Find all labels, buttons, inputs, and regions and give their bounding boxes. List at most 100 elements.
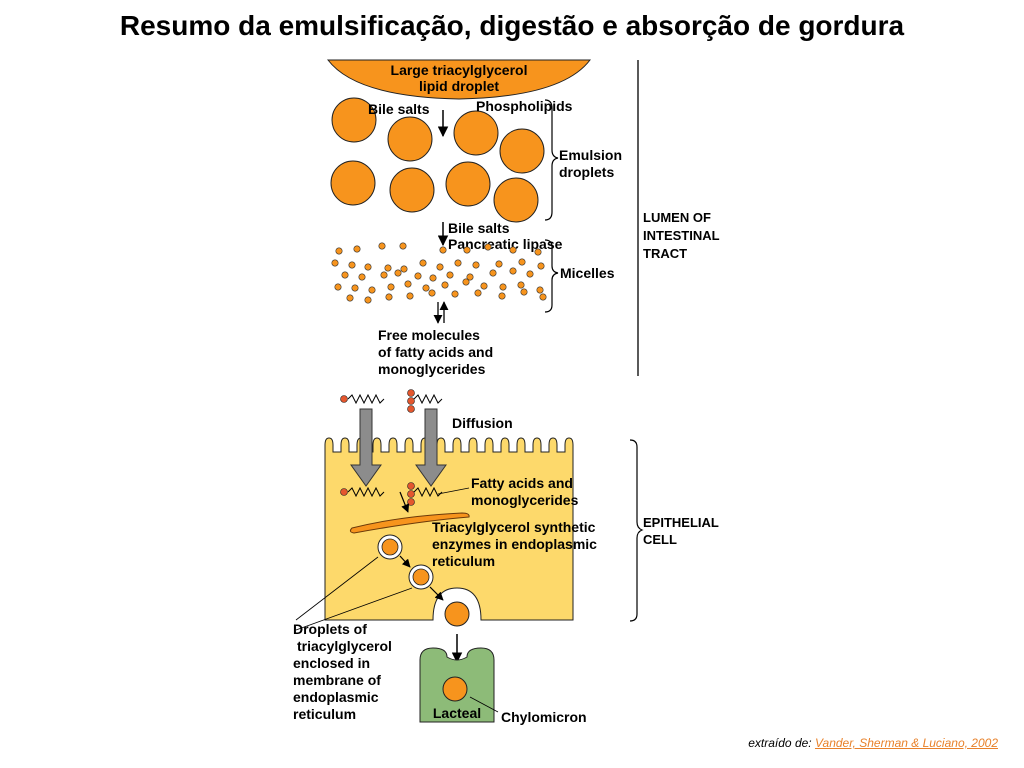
fatty-acids-leader (437, 487, 470, 495)
free-molecules-label-2: of fatty acids and (378, 344, 493, 360)
micelle (358, 273, 366, 281)
micelle (400, 265, 408, 273)
micelle (534, 248, 542, 256)
resynthesis-arrow (399, 491, 410, 513)
micelle (341, 271, 349, 279)
micelle (463, 246, 471, 254)
droplets-label-4: membrane of (293, 672, 381, 688)
page-title: Resumo da emulsificação, digestão e abso… (119, 10, 905, 41)
micelle (331, 259, 339, 267)
large-droplet-label-1: Large triacylglycerol (391, 62, 528, 78)
emulsion-droplet (389, 167, 435, 213)
micelle (526, 270, 534, 278)
micelle (406, 292, 414, 300)
emulsion-droplet (499, 128, 545, 174)
chylomicron-leader (469, 696, 499, 713)
droplets-leader-2 (295, 587, 413, 631)
micelle (348, 261, 356, 269)
micelle (451, 290, 459, 298)
emulsion-droplet (387, 116, 433, 162)
droplets-label-3: enclosed in (293, 655, 370, 671)
micelle (351, 284, 359, 292)
tg-enzymes-label-3: reticulum (432, 553, 495, 569)
tg-enzymes-label-2: enzymes in endoplasmic (432, 536, 597, 552)
credit-source-link[interactable]: Vander, Sherman & Luciano, 2002 (814, 736, 998, 750)
micelle (466, 273, 474, 281)
emulsion-label-2: droplets (559, 164, 614, 180)
emulsion-droplet (445, 161, 491, 207)
micelle (446, 271, 454, 279)
chylomicron-label: Chylomicron (501, 709, 587, 725)
micelle (394, 269, 402, 277)
micelle (384, 264, 392, 272)
micelle (364, 296, 372, 304)
emulsion-droplet (493, 177, 539, 223)
large-lipid-droplet (326, 59, 592, 100)
micelle (537, 262, 545, 270)
endoplasmic-reticulum (349, 512, 470, 534)
micelle (380, 271, 388, 279)
cell-fatty-acid-molecules (340, 482, 443, 506)
emulsion-droplets (330, 97, 545, 223)
micelle (422, 284, 430, 292)
micelle (499, 283, 507, 291)
diffusion-arrow-left (350, 408, 382, 487)
droplets-label-2: triacylglycerol (297, 638, 392, 654)
micelle (441, 281, 449, 289)
bile-salts-lipase-label-1: Bile salts (448, 220, 510, 236)
micelle (419, 259, 427, 267)
micelle (436, 263, 444, 271)
fatty-acids-label-2: monoglycerides (471, 492, 579, 508)
micelle (539, 293, 547, 301)
tg-enzymes-label-1: Triacylglycerol synthetic (432, 519, 596, 535)
exocytosed-droplet (444, 601, 470, 627)
micelle (346, 294, 354, 302)
micelle (429, 274, 437, 282)
micelle (454, 259, 462, 267)
micelle (334, 283, 342, 291)
micelles (331, 242, 547, 304)
micelle (472, 261, 480, 269)
micelle (399, 242, 407, 250)
micelle (474, 289, 482, 297)
micelle (498, 292, 506, 300)
micelle (353, 245, 361, 253)
lumen-label-3: TRACT (643, 246, 687, 261)
micelle (378, 242, 386, 250)
lacteal-label: Lacteal (433, 705, 481, 721)
micelle (414, 272, 422, 280)
vesicle-arrow-2 (429, 586, 444, 601)
diffusion-arrow-right (415, 408, 447, 487)
droplets-label-5: endoplasmic (293, 689, 379, 705)
micelle (385, 293, 393, 301)
micelle (509, 246, 517, 254)
micelle (368, 286, 376, 294)
free-molecules-label-3: monoglycerides (378, 361, 486, 377)
micelle (404, 280, 412, 288)
micelle (364, 263, 372, 271)
lumen-label-1: LUMEN OF (643, 210, 711, 225)
epithelial-label-2: CELL (643, 532, 677, 547)
micelle (536, 286, 544, 294)
diffusion-label: Diffusion (452, 415, 513, 431)
micelle (387, 283, 395, 291)
micelle (520, 288, 528, 296)
droplets-label-1: Droplets of (293, 621, 367, 637)
free-fatty-acid-molecules (340, 389, 443, 413)
vesicle-arrow-1 (399, 555, 411, 568)
emulsion-droplet (330, 160, 376, 206)
droplets-label-6: reticulum (293, 706, 356, 722)
large-droplet-label-2: lipid droplet (419, 78, 499, 94)
source-credit: extraído de: Vander, Sherman & Luciano, … (748, 736, 998, 750)
chylomicron (442, 676, 468, 702)
micelle (484, 243, 492, 251)
emulsion-droplet (453, 110, 499, 156)
credit-prefix: extraído de: (748, 736, 815, 750)
micelle (462, 278, 470, 286)
er-vesicles (377, 534, 434, 590)
micelle (480, 282, 488, 290)
micelle (517, 281, 525, 289)
lumen-label-2: INTESTINAL (643, 228, 720, 243)
bile-salts-lipase-label-2: Pancreatic lipase (448, 236, 563, 252)
